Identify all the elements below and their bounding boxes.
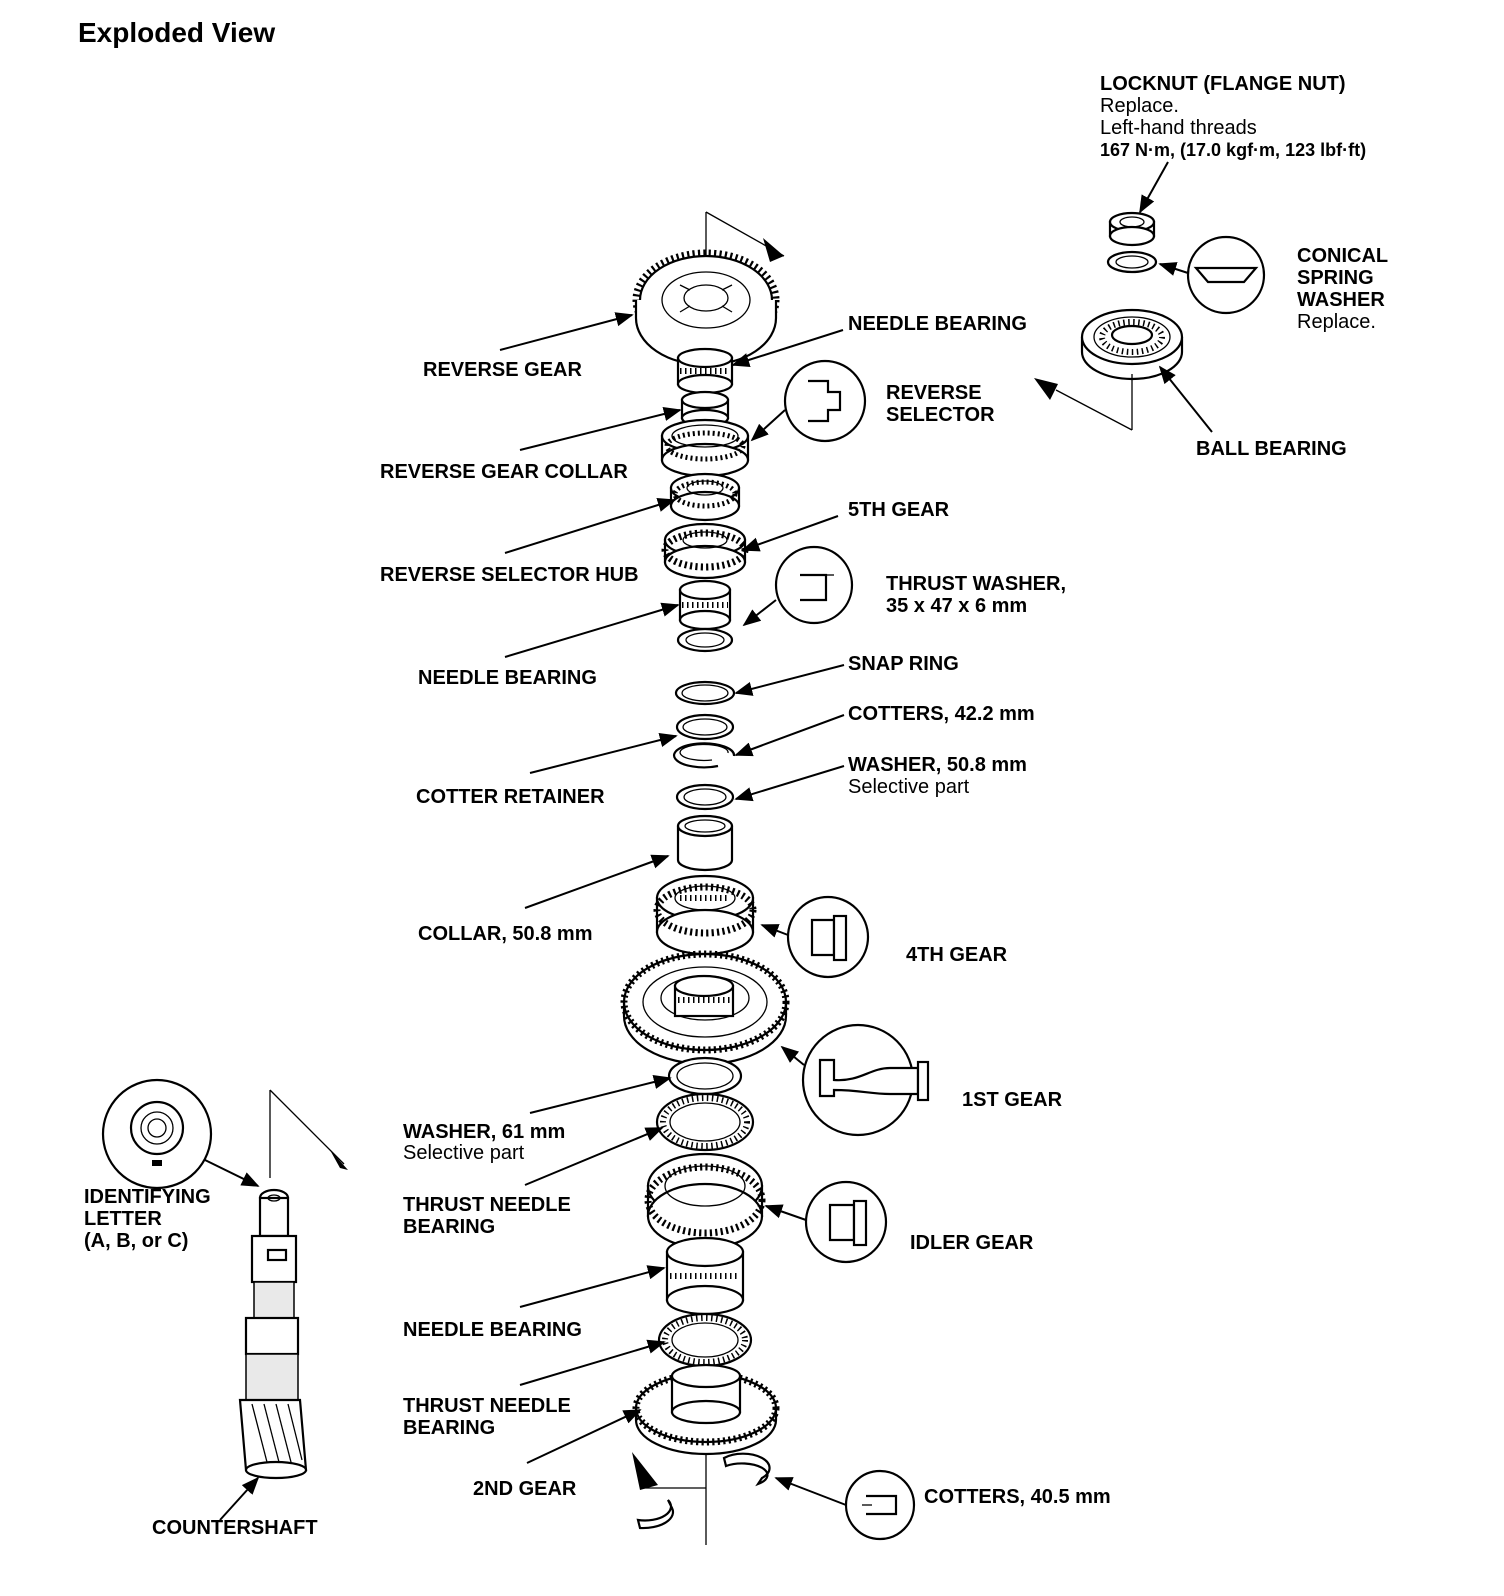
- fourth-gear-label: 4TH GEAR: [906, 944, 1008, 966]
- washer-61-label: WASHER, 61 mm Selective part: [403, 1121, 565, 1164]
- locknut-part: [1106, 211, 1158, 274]
- svg-text:Replace.: Replace.: [1100, 95, 1179, 117]
- thrust-needle-bearing-1-part: [655, 1092, 755, 1152]
- reverse-selector-hub-part: [669, 472, 741, 522]
- conical-spring-washer-label: CONICAL SPRING WASHER Replace.: [1297, 245, 1388, 333]
- svg-text:Selective part: Selective part: [403, 1142, 525, 1164]
- collar-50-part: [676, 814, 734, 872]
- ball-bearing-part: [1034, 308, 1184, 431]
- fifth-gear-label: 5TH GEAR: [848, 499, 950, 521]
- svg-text:Replace.: Replace.: [1297, 311, 1376, 333]
- first-gear-label: 1ST GEAR: [962, 1089, 1063, 1111]
- svg-text:35 x 47 x 6 mm: 35 x 47 x 6 mm: [886, 595, 1027, 617]
- svg-text:(A, B, or C): (A, B, or C): [84, 1230, 188, 1252]
- countershaft-label: COUNTERSHAFT: [152, 1517, 318, 1539]
- fourth-gear-part: [653, 874, 757, 956]
- svg-text:LETTER: LETTER: [84, 1208, 162, 1230]
- needle-bearing-top-label: NEEDLE BEARING: [848, 313, 1027, 335]
- reverse-selector-part: [660, 418, 750, 478]
- needle-bearing-top-part: [676, 347, 734, 395]
- svg-text:Left-hand threads: Left-hand threads: [1100, 117, 1257, 139]
- second-gear-label: 2ND GEAR: [473, 1478, 577, 1500]
- cotters-40-label: COTTERS, 40.5 mm: [924, 1486, 1111, 1508]
- reverse-gear-label: REVERSE GEAR: [423, 359, 582, 381]
- idler-gear-detail-circle: [804, 1180, 888, 1264]
- svg-text:LOCKNUT (FLANGE NUT): LOCKNUT (FLANGE NUT): [1100, 73, 1346, 95]
- identifying-letter-detail-circle: [101, 1078, 213, 1190]
- assembly-axis: [632, 211, 785, 1545]
- idler-gear-label: IDLER GEAR: [910, 1232, 1034, 1254]
- washer-50-label: WASHER, 50.8 mm Selective part: [848, 754, 1027, 798]
- snap-ring-label: SNAP RING: [848, 653, 959, 675]
- locknut-label: LOCKNUT (FLANGE NUT) Replace. Left-hand …: [1100, 73, 1366, 160]
- page-title: Exploded View: [78, 17, 275, 48]
- thrust-needle-bearing-2-label: THRUST NEEDLE BEARING: [403, 1395, 571, 1439]
- thrust-washer-label: THRUST WASHER, 35 x 47 x 6 mm: [886, 573, 1066, 617]
- svg-text:WASHER, 61 mm: WASHER, 61 mm: [403, 1121, 565, 1143]
- svg-text:BEARING: BEARING: [403, 1216, 495, 1238]
- needle-bearing-mid-part: [678, 579, 732, 631]
- svg-text:THRUST NEEDLE: THRUST NEEDLE: [403, 1395, 571, 1417]
- snap-ring-part: [674, 680, 736, 706]
- identifying-letter-label: IDENTIFYING LETTER (A, B, or C): [84, 1186, 211, 1252]
- leader-lines: [204, 161, 1213, 1521]
- reverse-selector-label: REVERSE SELECTOR: [886, 382, 995, 426]
- reverse-gear-part: [632, 249, 780, 367]
- washer-61-part: [667, 1056, 743, 1096]
- svg-text:Selective part: Selective part: [848, 776, 970, 798]
- thrust-needle-bearing-1-label: THRUST NEEDLE BEARING: [403, 1194, 571, 1238]
- thrust-needle-bearing-2-part: [657, 1312, 753, 1368]
- cotters-42-part: [675, 713, 735, 741]
- cotters-42-label: COTTERS, 42.2 mm: [848, 703, 1035, 725]
- thrust-washer-detail-circle: [774, 545, 854, 625]
- reverse-selector-hub-label: REVERSE SELECTOR HUB: [380, 564, 639, 586]
- thrust-washer-part: [676, 627, 734, 653]
- cotter-retainer-part: [672, 742, 736, 769]
- cotters-40-detail-circle: [844, 1469, 916, 1541]
- fifth-gear-part: [661, 522, 749, 580]
- first-gear-detail-circle: [801, 1023, 930, 1137]
- reverse-selector-detail-circle: [783, 359, 867, 443]
- svg-text:SPRING: SPRING: [1297, 267, 1374, 289]
- svg-text:THRUST NEEDLE: THRUST NEEDLE: [403, 1194, 571, 1216]
- svg-text:BEARING: BEARING: [403, 1417, 495, 1439]
- svg-text:167 N·m, (17.0 kgf·m, 123 lbf·: 167 N·m, (17.0 kgf·m, 123 lbf·ft): [1100, 140, 1366, 160]
- fourth-gear-detail-circle: [786, 895, 870, 979]
- washer-50-part: [675, 783, 735, 811]
- second-gear-part: [632, 1363, 780, 1456]
- needle-bearing-low-part: [665, 1236, 745, 1316]
- first-gear-part: [620, 950, 790, 1066]
- cotters-40-part: [636, 1452, 771, 1530]
- svg-text:WASHER, 50.8 mm: WASHER, 50.8 mm: [848, 754, 1027, 776]
- reverse-gear-collar-label: REVERSE GEAR COLLAR: [380, 461, 628, 483]
- collar-50-label: COLLAR, 50.8 mm: [418, 923, 592, 945]
- svg-text:SELECTOR: SELECTOR: [886, 404, 995, 426]
- ball-bearing-label: BALL BEARING: [1196, 438, 1347, 460]
- idler-gear-part: [644, 1152, 766, 1250]
- svg-text:WASHER: WASHER: [1297, 289, 1385, 311]
- needle-bearing-mid-label: NEEDLE BEARING: [418, 667, 597, 689]
- cotter-retainer-label: COTTER RETAINER: [416, 786, 605, 808]
- svg-text:IDENTIFYING: IDENTIFYING: [84, 1186, 211, 1208]
- conical-spring-washer-detail-circle: [1186, 235, 1266, 315]
- svg-text:THRUST WASHER,: THRUST WASHER,: [886, 573, 1066, 595]
- svg-text:CONICAL: CONICAL: [1297, 245, 1388, 267]
- needle-bearing-low-label: NEEDLE BEARING: [403, 1319, 582, 1341]
- svg-text:REVERSE: REVERSE: [886, 382, 982, 404]
- countershaft-part: [238, 1089, 348, 1480]
